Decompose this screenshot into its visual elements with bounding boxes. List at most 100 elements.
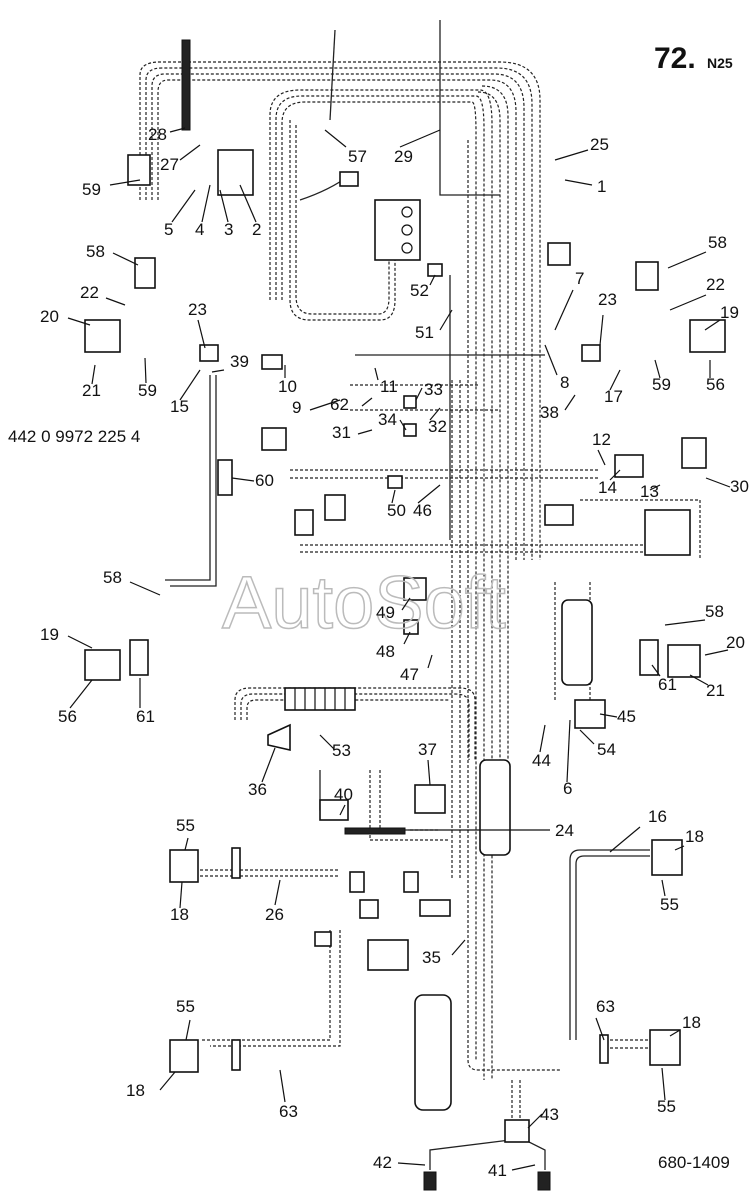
callout-number: 3 [224,220,233,239]
callout-number: 62 [330,395,349,414]
callout-number: 9 [292,398,301,417]
callout-leader [595,1017,605,1041]
callout-number: 49 [376,603,395,622]
callout-number: 33 [424,380,443,399]
callout-leader [704,649,729,656]
callout-number: 23 [188,300,207,319]
callout-leader [651,664,661,677]
air-tank-middle [479,759,511,856]
callout-leader [566,719,571,783]
component-52 [427,263,443,277]
callout-leader [667,251,707,269]
callout-number: 10 [278,377,297,396]
callout-number: 53 [332,741,351,760]
callout-leader [169,127,186,133]
component-33 [403,395,417,409]
callout-7: 7 [554,269,584,331]
callout-18: 18 [674,827,704,851]
callout-leader [527,1113,543,1129]
callout-number: 55 [176,816,195,835]
callout-25: 25 [554,135,609,161]
callout-leader [211,369,225,373]
callout-leader [171,189,196,223]
component-50 [387,475,403,489]
callout-leader [661,1067,666,1101]
component-18-right [651,839,683,876]
callout-44: 44 [532,724,551,770]
component-34 [403,423,417,437]
callout-4: 4 [195,184,211,239]
component-35 [367,939,409,971]
air-tank-lower [414,994,452,1111]
callout-number: 45 [617,707,636,726]
callout-leader [201,184,211,223]
callout-number: 34 [378,410,397,429]
component-18-rear-right [649,1029,681,1066]
callout-number: 36 [248,780,267,799]
callout-number: 25 [590,135,609,154]
callout-leader [184,837,189,851]
callout-number: 54 [597,740,616,759]
component-39 [261,427,287,451]
callout-number: 58 [103,568,122,587]
callout-leader [439,309,453,331]
component-55-front-left [169,849,199,883]
component-23-right [581,344,601,362]
callout-55: 55 [660,879,679,914]
callout-41: 41 [488,1161,536,1180]
callout-8: 8 [544,344,569,392]
callout-55: 55 [657,1067,676,1116]
callout-leader [664,619,706,626]
callout-leader [91,364,96,385]
callout-number: 28 [148,125,167,144]
component-42-plug [423,1171,437,1191]
title-suffix: N25 [707,55,733,71]
callout-37: 37 [418,740,437,786]
callout-45: 45 [599,707,636,726]
callout-number: 23 [598,290,617,309]
callout-23: 23 [598,290,617,346]
callout-number: 19 [720,303,739,322]
callout-number: 48 [376,642,395,661]
callout-number: 6 [563,779,572,798]
callout-number: 47 [400,665,419,684]
callout-49: 49 [376,597,411,622]
callout-2: 2 [239,184,261,239]
callout-21: 21 [689,674,725,700]
callout-leader [609,369,621,391]
callout-6: 6 [563,719,572,798]
callout-leader [579,729,595,745]
callout-leader [129,581,161,596]
component-valve-block [374,199,421,261]
callout-leader [564,179,593,186]
callout-number: 12 [592,430,611,449]
callout-number: 21 [82,381,101,400]
callout-number: 24 [555,821,574,840]
callout-24: 24 [408,821,574,840]
callout-number: 31 [332,423,351,442]
callout-number: 43 [540,1105,559,1124]
callout-number: 26 [265,905,284,924]
callout-leader [67,317,91,326]
callout-leader [159,1071,176,1091]
component-58-right [635,261,659,291]
component-63-fitting-right [599,1034,609,1064]
callout-number: 56 [706,375,725,394]
callout-42: 42 [373,1153,426,1172]
callout-number: 11 [380,377,398,396]
callout-leader [599,713,618,718]
callout-number: 4 [195,220,204,239]
callout-number: 21 [706,681,725,700]
callout-number: 18 [170,905,189,924]
callout-number: 17 [604,387,623,406]
callout-18: 18 [669,1013,701,1037]
callout-leader [361,397,373,407]
callout-leader [179,369,201,401]
callout-57: 57 [324,129,367,166]
callout-leader [609,826,641,853]
callout-number: 44 [532,751,551,770]
callout-number: 41 [488,1161,507,1180]
callout-leader [554,149,589,161]
title-number: 72. [654,42,696,75]
